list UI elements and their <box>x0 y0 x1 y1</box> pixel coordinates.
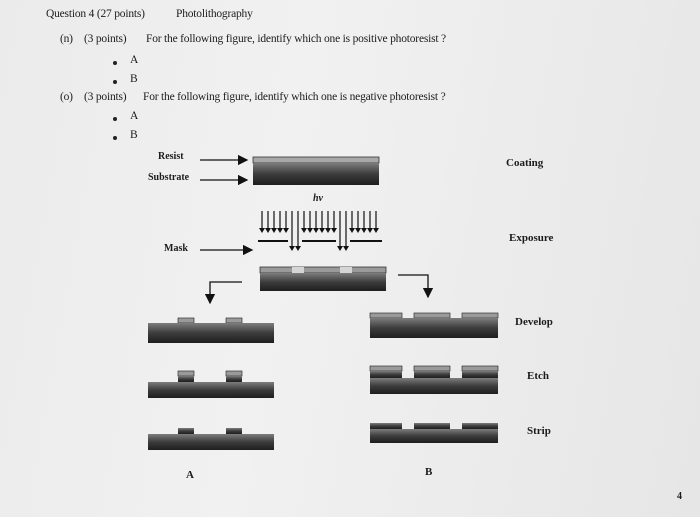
coating-resist-layer <box>252 156 380 164</box>
b-develop-resist <box>369 312 403 319</box>
page-number: 4 <box>677 491 682 502</box>
substrate-label: Substrate <box>148 172 190 183</box>
exposed-region <box>292 267 304 273</box>
column-label-a: A <box>186 469 194 481</box>
bullet-icon <box>113 61 117 65</box>
b-develop-resist <box>461 312 499 319</box>
column-label-b: B <box>425 466 433 478</box>
hv-label: hν <box>313 193 323 204</box>
a-etch-feature <box>178 376 194 382</box>
b-strip-substrate <box>370 429 498 443</box>
exposed-substrate <box>260 273 386 291</box>
b-strip-feature <box>414 423 450 429</box>
part-n-question: For the following figure, identify which… <box>146 33 446 45</box>
b-etch-resist <box>461 365 499 372</box>
a-etch-feature-resist <box>225 370 243 377</box>
question-header: Question 4 (27 points) <box>46 8 145 20</box>
branch-arrow-left <box>204 281 242 305</box>
resist-label: Resist <box>158 151 184 162</box>
part-o-label: (o) <box>60 91 73 103</box>
a-etch-substrate <box>148 382 274 398</box>
a-strip-feature <box>178 428 194 434</box>
bullet-icon <box>113 136 117 140</box>
part-o-option-b: B <box>130 129 138 141</box>
part-o-option-a: A <box>130 110 139 122</box>
a-develop-feature <box>225 317 243 324</box>
question-topic: Photolithography <box>176 8 253 20</box>
b-develop-substrate <box>370 318 498 338</box>
b-etch-feature <box>370 371 402 378</box>
exposed-resist-layer <box>259 266 387 274</box>
mask-label: Mask <box>164 243 188 254</box>
b-etch-feature <box>462 371 498 378</box>
a-strip-substrate <box>148 434 274 450</box>
b-strip-feature <box>370 423 402 429</box>
light-arrowheads <box>259 228 379 251</box>
b-strip-feature <box>462 423 498 429</box>
step-etch: Etch <box>527 370 549 382</box>
b-etch-feature <box>414 371 450 378</box>
light-rays <box>261 211 377 248</box>
step-develop: Develop <box>515 316 553 328</box>
a-develop-feature <box>177 317 195 324</box>
a-etch-feature <box>226 376 242 382</box>
a-develop-substrate <box>148 323 274 343</box>
part-n-option-a: A <box>130 54 139 66</box>
b-develop-resist <box>413 312 451 319</box>
b-etch-substrate <box>370 378 498 394</box>
step-exposure: Exposure <box>509 232 554 244</box>
branch-arrow-right <box>398 274 434 299</box>
part-o-question: For the following figure, identify which… <box>143 91 446 103</box>
part-n-points: (3 points) <box>84 33 127 45</box>
a-etch-feature-resist <box>177 370 195 377</box>
part-o-points: (3 points) <box>84 91 127 103</box>
bullet-icon <box>113 117 117 121</box>
part-n-label: (n) <box>60 33 73 45</box>
step-strip: Strip <box>527 425 551 437</box>
exposed-region <box>340 267 352 273</box>
b-etch-resist <box>369 365 403 372</box>
step-coating: Coating <box>506 157 544 169</box>
part-n-option-b: B <box>130 73 138 85</box>
a-strip-feature <box>226 428 242 434</box>
bullet-icon <box>113 80 117 84</box>
coating-substrate <box>253 163 379 185</box>
b-etch-resist <box>413 365 451 372</box>
